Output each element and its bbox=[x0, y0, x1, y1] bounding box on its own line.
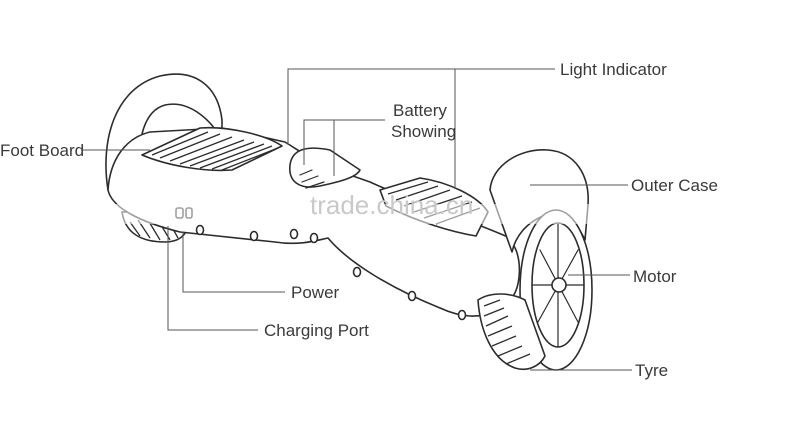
label-tyre: Tyre bbox=[635, 361, 668, 380]
center-hinge bbox=[289, 147, 361, 188]
leader-light-indicator bbox=[287, 68, 555, 145]
leader-battery-showing bbox=[303, 119, 385, 165]
label-battery-line1: Battery bbox=[393, 101, 447, 120]
leader-lines bbox=[82, 68, 632, 371]
right-tyre-tread bbox=[483, 299, 531, 365]
body-screws bbox=[195, 224, 467, 321]
right-tyre bbox=[477, 293, 546, 371]
leader-charging-port bbox=[167, 226, 258, 331]
leader-power bbox=[182, 232, 285, 293]
label-foot-board: Foot Board bbox=[0, 141, 84, 160]
watermark-text: trade.china.cn bbox=[310, 190, 473, 220]
left-foot-pad-grooves bbox=[151, 131, 279, 171]
label-power: Power bbox=[291, 283, 340, 302]
watermark: trade.china.cn bbox=[102, 190, 702, 224]
label-motor: Motor bbox=[633, 267, 677, 286]
label-outer-case: Outer Case bbox=[631, 176, 718, 195]
label-charging-port: Charging Port bbox=[264, 321, 369, 340]
labels: Light Indicator Battery Showing Foot Boa… bbox=[0, 60, 718, 380]
label-light-indicator: Light Indicator bbox=[560, 60, 667, 79]
label-battery-line2: Showing bbox=[391, 122, 456, 141]
